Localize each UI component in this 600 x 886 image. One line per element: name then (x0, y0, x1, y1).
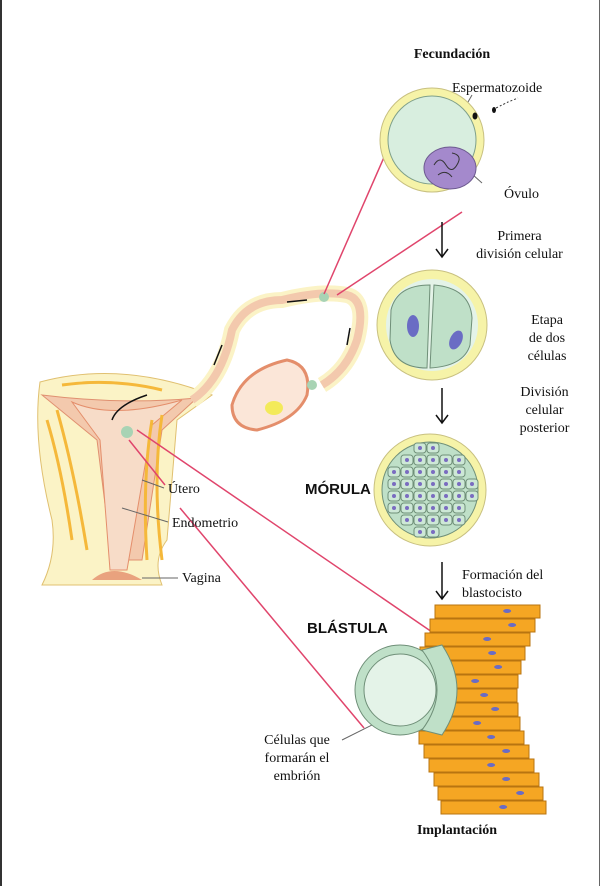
cell-nucleus (431, 482, 435, 486)
label-line: celular (525, 403, 564, 418)
cell-nucleus (431, 518, 435, 522)
cell-nucleus (508, 623, 517, 627)
cell-nucleus (457, 518, 461, 522)
endometrial-cell (433, 772, 540, 787)
cell-nucleus (487, 763, 496, 767)
sequence-arrows (435, 222, 449, 601)
cell-nucleus (457, 458, 461, 462)
label-two-cell: Etapa de dos células (512, 312, 582, 366)
endometrial-cell (429, 618, 536, 633)
cell-nucleus (487, 735, 496, 739)
cell-nucleus (491, 707, 500, 711)
cell-nucleus (392, 482, 396, 486)
endometrial-cell (437, 786, 544, 801)
pink-leader-lines (128, 154, 463, 729)
cell-nucleus (392, 494, 396, 498)
cell-nucleus (418, 518, 422, 522)
cell-nucleus (444, 482, 448, 486)
cell-nucleus (494, 665, 503, 669)
cell-nucleus (444, 470, 448, 474)
title-fertilization: Fecundación (413, 47, 491, 62)
cell-nucleus (418, 482, 422, 486)
cell-nucleus (470, 482, 474, 486)
cell-nucleus (418, 470, 422, 474)
cell-nucleus (499, 805, 508, 809)
cell-nucleus (431, 470, 435, 474)
endometrial-cell (428, 758, 535, 773)
cell-nucleus (444, 494, 448, 498)
cell-nucleus (405, 470, 409, 474)
label-line: Etapa (531, 313, 563, 328)
label-line: posterior (519, 421, 570, 436)
cell-nucleus (483, 637, 492, 641)
cell-nucleus (444, 518, 448, 522)
cell-nucleus (418, 446, 422, 450)
cell-nucleus (502, 777, 511, 781)
cell-nucleus (457, 506, 461, 510)
endometrial-cell (418, 730, 525, 745)
cell-nucleus (392, 506, 396, 510)
label-uterus: Útero (168, 482, 200, 497)
label-vagina: Vagina (182, 571, 221, 586)
endometrial-cell (434, 604, 541, 619)
label-line: División (520, 385, 569, 400)
label-further-division: División celular posterior (502, 384, 587, 438)
cell-nucleus (431, 506, 435, 510)
cell-nucleus (457, 494, 461, 498)
label-morula: MÓRULA (305, 481, 371, 498)
label-sperm: Espermatozoide (452, 81, 543, 96)
label-blastocyst-formation: Formación del blastocisto (462, 567, 543, 603)
cell-nucleus (480, 693, 489, 697)
cell-nucleus (418, 494, 422, 498)
uterus-illustration (37, 285, 369, 586)
label-line: Células que (264, 733, 330, 748)
cell-nucleus (502, 749, 511, 753)
blastula-illustration (354, 604, 547, 815)
cell-nucleus (516, 791, 525, 795)
endometrial-cell (424, 632, 531, 647)
cell-nucleus (457, 470, 461, 474)
two-cell-illustration (376, 269, 488, 381)
cell-nucleus (418, 506, 422, 510)
cell-nucleus (471, 679, 480, 683)
label-blastula: BLÁSTULA (307, 620, 388, 637)
label-ovum: Óvulo (504, 187, 539, 202)
title-implantation: Implantación (416, 823, 498, 838)
cell-nucleus (405, 482, 409, 486)
cell-nucleus (444, 458, 448, 462)
cell-nucleus (418, 530, 422, 534)
label-line: blastocisto (462, 586, 522, 601)
endometrial-cell (440, 800, 547, 815)
cell-nucleus (418, 458, 422, 462)
cell-nucleus (503, 609, 512, 613)
cell-nucleus (405, 518, 409, 522)
cell-nucleus (488, 651, 497, 655)
label-line: división celular (476, 247, 563, 262)
label-line: embrión (273, 769, 321, 784)
cell-nucleus (457, 482, 461, 486)
label-endometrium: Endometrio (172, 516, 239, 531)
cell-nucleus (473, 721, 482, 725)
cell-nucleus (431, 494, 435, 498)
cell-nucleus (431, 446, 435, 450)
cell-nucleus (405, 494, 409, 498)
label-line: de dos (528, 331, 566, 346)
endometrial-cell (423, 744, 530, 759)
label-line: Primera (497, 229, 542, 244)
cell-nucleus (470, 494, 474, 498)
ovum-illustration (379, 87, 519, 193)
label-line: formarán el (264, 751, 330, 766)
cell-nucleus (405, 506, 409, 510)
morula-illustration (373, 433, 487, 547)
cell-nucleus (431, 458, 435, 462)
label-line: Formación del (462, 568, 544, 583)
label-first-division: Primera división celular (462, 228, 577, 264)
cell-nucleus (444, 506, 448, 510)
cell-nucleus (431, 530, 435, 534)
cell-nucleus (392, 470, 396, 474)
cell-nucleus (405, 458, 409, 462)
label-line: células (527, 349, 567, 364)
label-embryo-cells: Células que formarán el embrión (252, 732, 342, 786)
